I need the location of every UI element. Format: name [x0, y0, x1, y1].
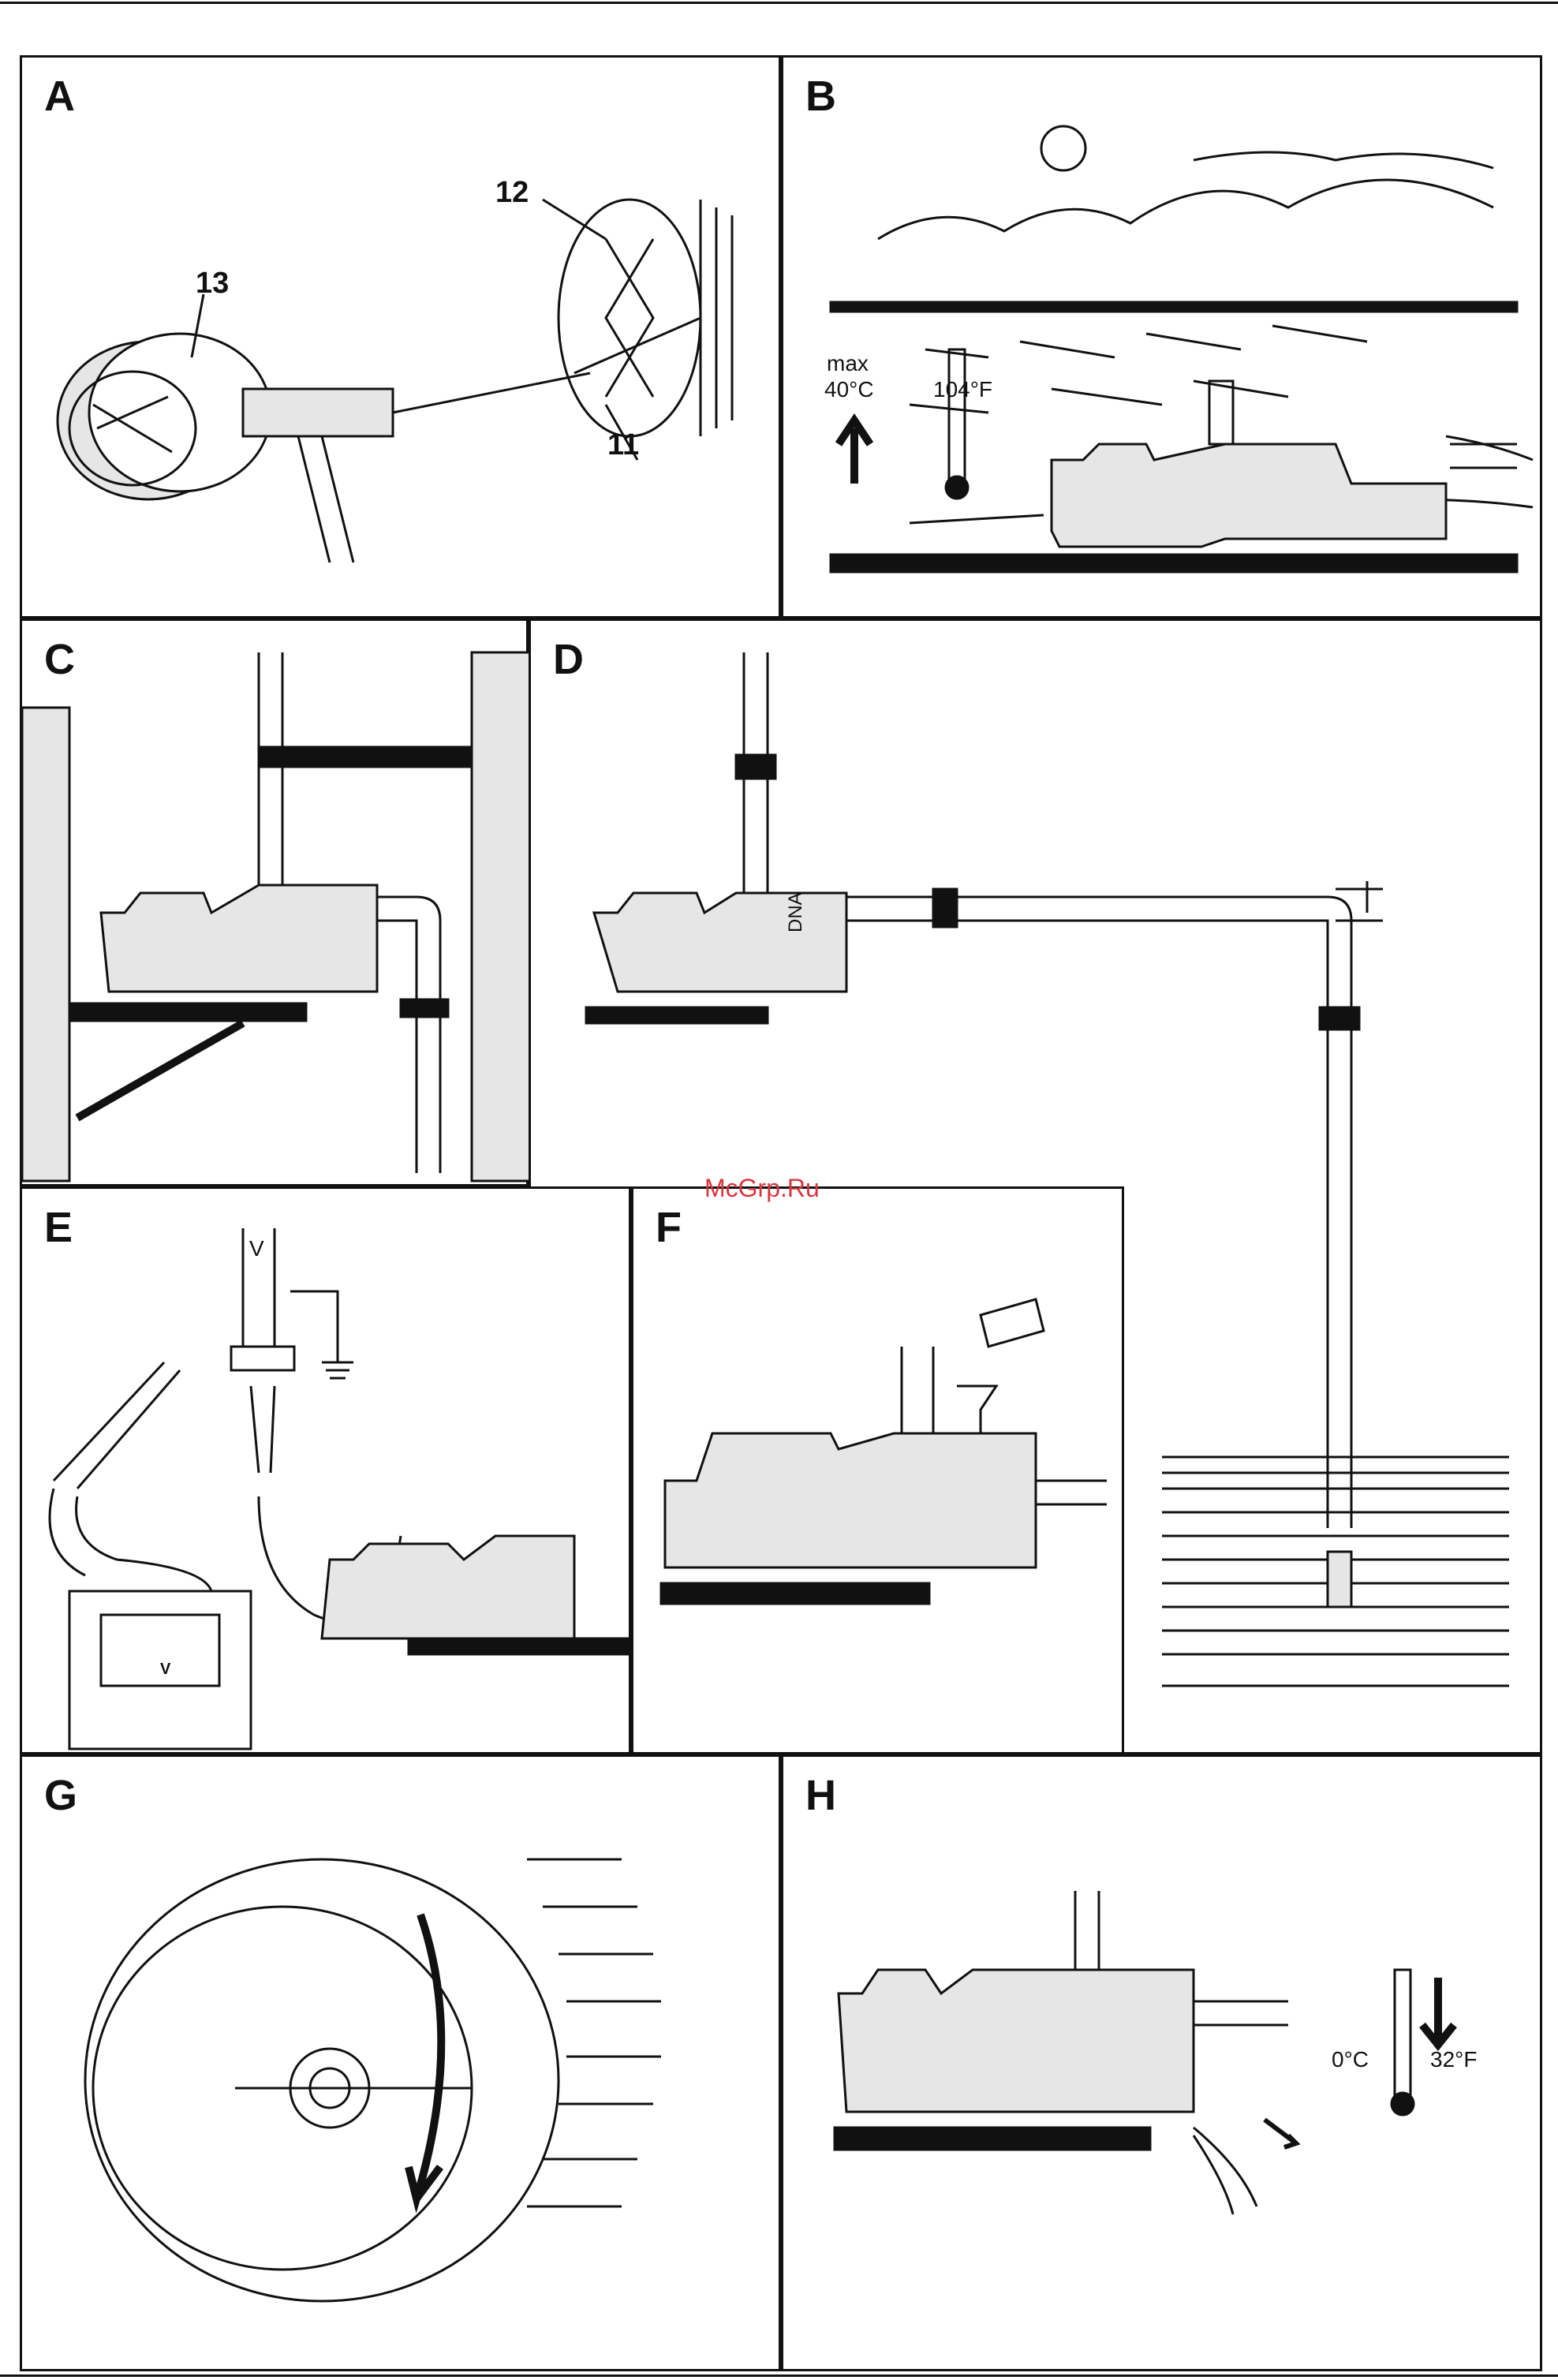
freeze-fahrenheit-label: 32°F — [1430, 2047, 1477, 2072]
temp-max-label: max — [827, 351, 869, 376]
pipe-dna-label: DNA — [785, 892, 807, 932]
freeze-celsius-label: 0°C — [1332, 2047, 1369, 2072]
fan-disassembly-drawing — [22, 58, 783, 621]
callout-13: 13 — [196, 267, 229, 301]
voltage-check-drawing — [22, 1189, 633, 1757]
environment-drawing — [783, 58, 1545, 621]
callout-12: 12 — [495, 176, 529, 210]
panel-b: B max 40°C 104°F — [781, 55, 1542, 618]
watermark: McGrp.Ru — [704, 1174, 820, 1203]
temp-fahrenheit-label: 104°F — [933, 377, 992, 402]
bottom-rule — [0, 2374, 1558, 2377]
priming-drawing — [633, 1189, 1126, 1757]
panel-e: E V V — [20, 1186, 631, 1754]
supply-voltage-label: V — [249, 1236, 264, 1261]
panel-a: A 13 12 11 — [20, 55, 781, 618]
temp-celsius-label: 40°C — [824, 377, 874, 402]
panel-f: F — [631, 1186, 1124, 1754]
panel-g: G — [20, 1754, 781, 2371]
top-rule — [0, 2, 1558, 4]
callout-11: 11 — [607, 428, 639, 462]
panel-c: C — [20, 618, 529, 1186]
panel-h: H 0°C 32°F — [781, 1754, 1542, 2371]
wall-mount-drawing — [22, 621, 531, 1189]
motor-rotation-drawing — [22, 1757, 783, 2374]
voltmeter-label: V — [160, 1661, 170, 1679]
